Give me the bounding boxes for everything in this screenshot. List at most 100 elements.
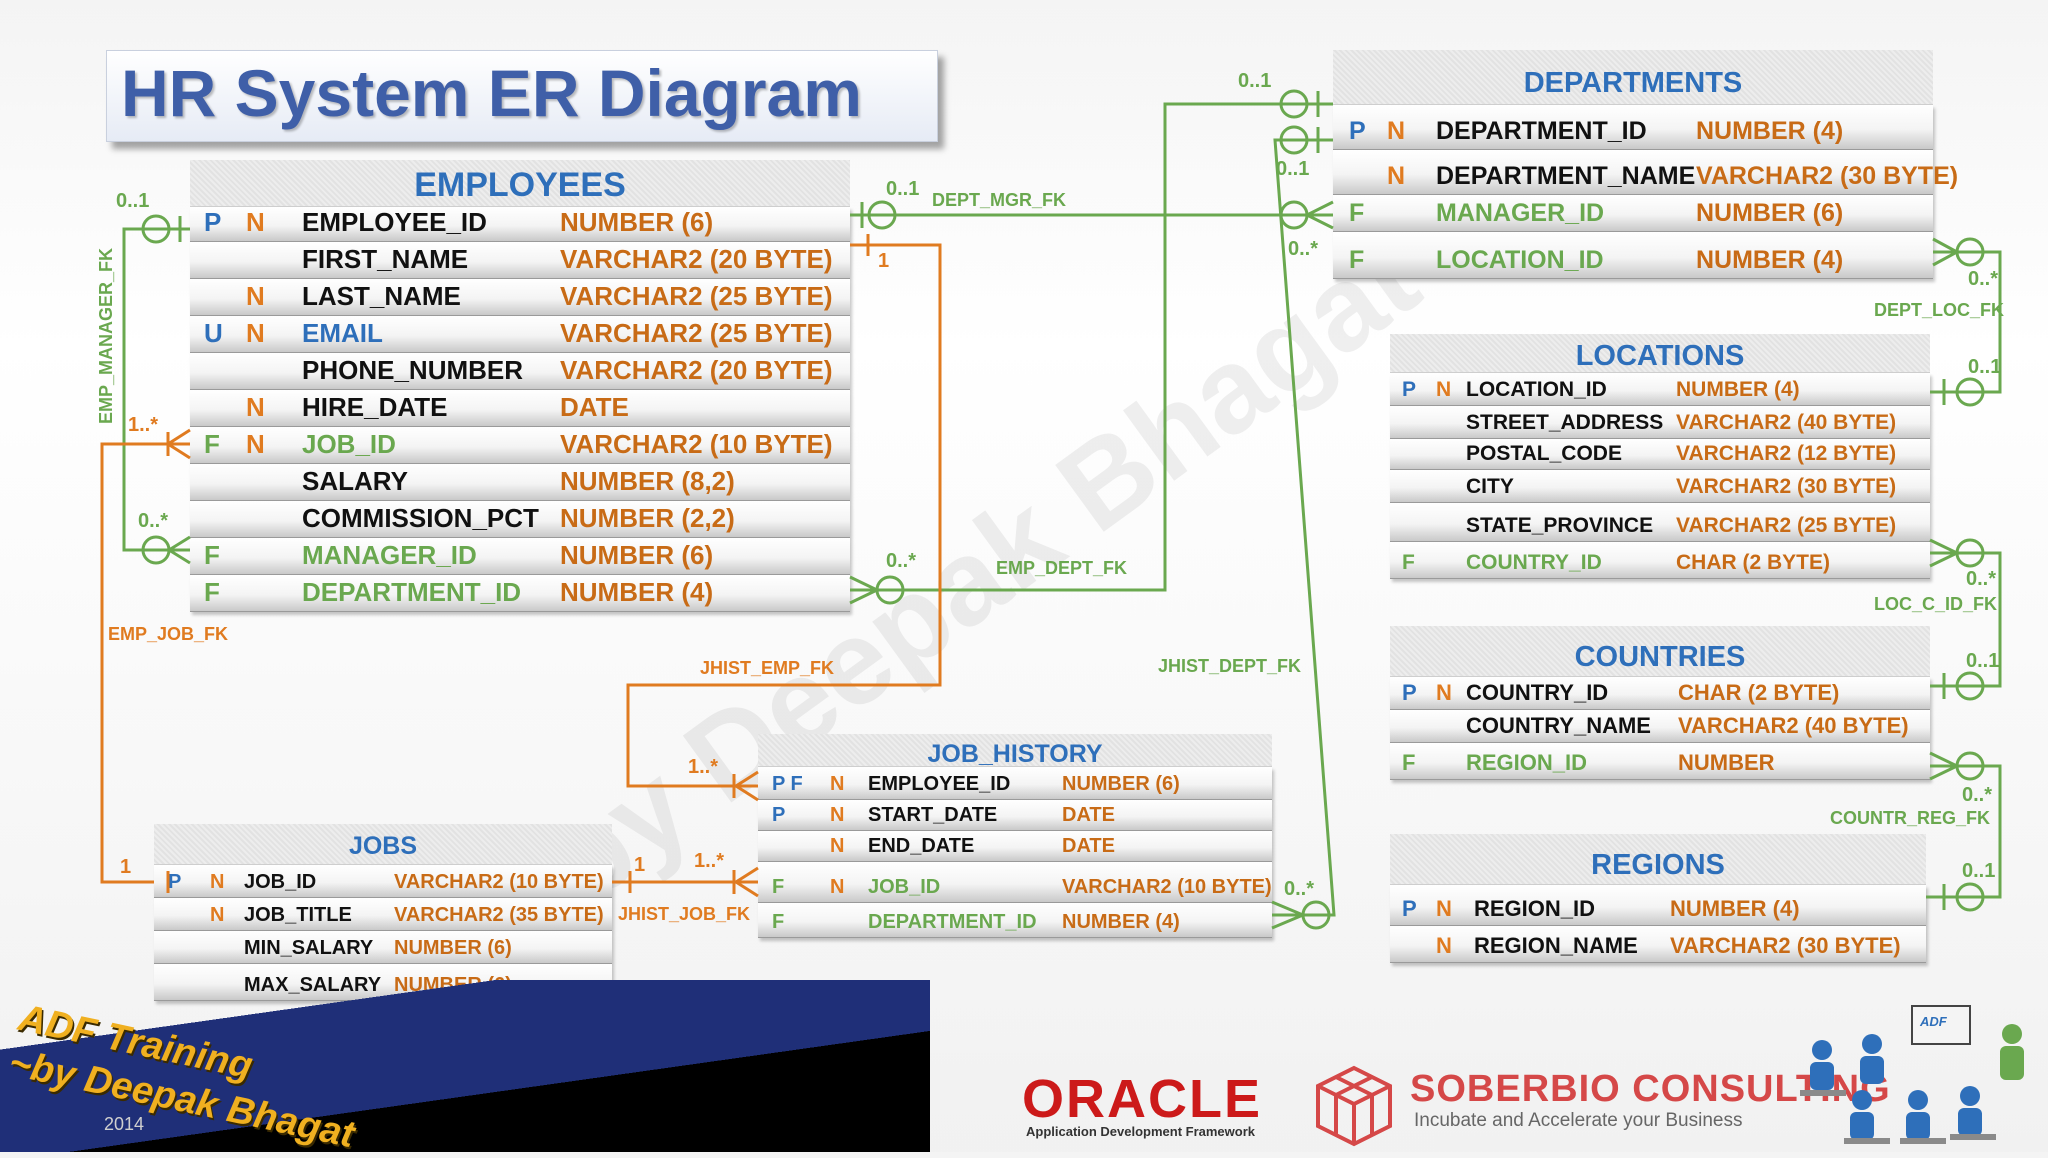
column-name: FIRST_NAME [302, 244, 468, 275]
nullability-flag: N [830, 876, 844, 899]
cardinality-label: 0..1 [1276, 158, 1309, 181]
column-name: DEPARTMENT_NAME [1436, 162, 1695, 191]
zero-one-marker [143, 216, 169, 242]
cardinality-label: 0..1 [1238, 70, 1271, 93]
dept-mgr-fk-label: DEPT_MGR_FK [932, 190, 1066, 211]
zero-one-marker [869, 202, 895, 228]
diagram-title: HR System ER Diagram [121, 55, 862, 131]
column-name: SALARY [302, 466, 408, 497]
column-type: NUMBER (4) [560, 577, 713, 608]
column-type: VARCHAR2 (20 BYTE) [560, 244, 833, 275]
zero-many-marker [1957, 540, 1983, 566]
column-type: VARCHAR2 (25 BYTE) [560, 318, 833, 349]
column-name: DEPARTMENT_ID [1436, 117, 1647, 146]
zero-many-marker [1303, 902, 1329, 928]
cardinality-label: 0..* [1288, 238, 1318, 261]
jhist-dept-fk-label: JHIST_DEPT_FK [1158, 656, 1301, 677]
cardinality-label: 0..* [1962, 784, 1992, 807]
zero-one-marker [1957, 884, 1983, 910]
column-name: MANAGER_ID [302, 540, 477, 571]
diagram-title-box: HR System ER Diagram [106, 50, 938, 142]
loc-c-id-fk-label: LOC_C_ID_FK [1874, 594, 1997, 615]
column-name: EMAIL [302, 318, 383, 349]
nullability-flag: N [1436, 896, 1452, 922]
key-flag: F [1402, 551, 1415, 575]
column-type: NUMBER (8,2) [560, 466, 735, 497]
soberbio-tagline: Incubate and Accelerate your Business [1414, 1110, 1742, 1132]
column-row[interactable]: SALARY NUMBER (8,2) [190, 464, 850, 501]
column-name: PHONE_NUMBER [302, 355, 523, 386]
emp-manager-fk-line [124, 229, 190, 550]
column-type: NUMBER (4) [1670, 896, 1800, 922]
emp-manager-fk-label: EMP_MANAGER_FK [96, 248, 117, 424]
zero-one-marker [1957, 379, 1983, 405]
column-type: VARCHAR2 (40 BYTE) [1676, 411, 1896, 435]
nullability-flag: N [1387, 117, 1405, 146]
crow-foot-marker [169, 537, 190, 563]
crow-foot-marker [734, 868, 758, 896]
nullability-flag: N [246, 318, 265, 349]
column-type: CHAR (2 BYTE) [1676, 551, 1830, 575]
column-name: CITY [1466, 475, 1514, 499]
table-header: JOB_HISTORY [758, 734, 1272, 767]
adf-board-label: ADF [1919, 1014, 1948, 1029]
column-type: NUMBER (6) [394, 937, 512, 960]
table-header: REGIONS [1390, 834, 1926, 885]
column-name: COUNTRY_NAME [1466, 713, 1651, 739]
column-type: DATE [1062, 804, 1115, 827]
column-name: LOCATION_ID [1466, 378, 1607, 402]
key-flag: P F [772, 773, 803, 796]
column-row[interactable]: FIRST_NAME VARCHAR2 (20 BYTE) [190, 242, 850, 279]
table-header: LOCATIONS [1390, 334, 1930, 373]
column-row[interactable]: PHONE_NUMBER VARCHAR2 (20 BYTE) [190, 353, 850, 390]
column-type: VARCHAR2 (25 BYTE) [560, 281, 833, 312]
key-flag: P [1349, 117, 1366, 146]
column-name: REGION_ID [1466, 750, 1587, 776]
column-type: VARCHAR2 (25 BYTE) [1676, 514, 1896, 538]
nullability-flag: N [210, 871, 224, 894]
nullability-flag: N [1436, 378, 1451, 402]
column-type: VARCHAR2 (20 BYTE) [560, 355, 833, 386]
zero-many-marker [1957, 753, 1983, 779]
crow-foot-marker [1930, 540, 1957, 566]
dept-loc-fk-label: DEPT_LOC_FK [1874, 300, 2004, 321]
